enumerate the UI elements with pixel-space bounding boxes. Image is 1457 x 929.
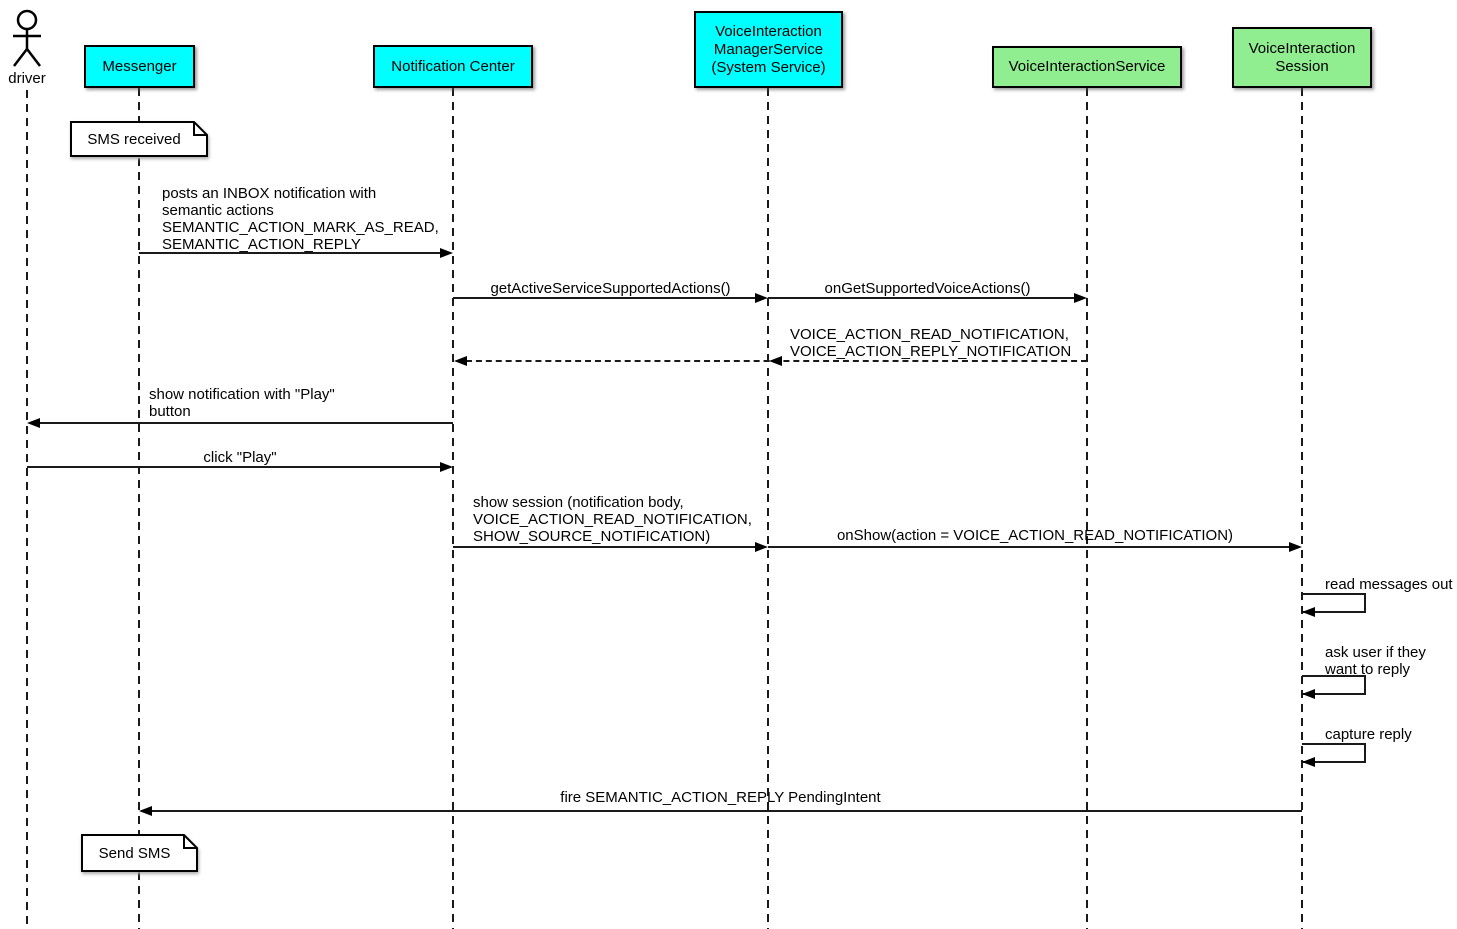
- actor-stick-figure-icon: [13, 9, 41, 67]
- participant-voice-interaction-service-label: VoiceInteractionService: [1008, 58, 1166, 75]
- arrowhead-right-icon: [755, 542, 768, 552]
- message-show-session-label: show session (notification body, VOICE_A…: [473, 494, 752, 545]
- message-on-get-supported-voice-actions-line: [768, 297, 1074, 299]
- message-get-active-service-supported-actions-label: getActiveServiceSupportedActions(): [490, 280, 731, 297]
- message-read-messages-out-self-loop: [1302, 593, 1366, 613]
- arrowhead-right-icon: [1289, 542, 1302, 552]
- note-icon: [81, 834, 198, 872]
- note-sms-received: SMS received: [70, 121, 208, 157]
- participant-voice-interaction-service: VoiceInteractionService: [992, 46, 1182, 88]
- lifeline-voice-interaction-manager-service: [767, 88, 769, 929]
- message-show-notification-line: [40, 422, 453, 424]
- arrowhead-left-icon: [769, 356, 782, 366]
- note-icon: [70, 121, 208, 157]
- message-click-play-line: [27, 466, 440, 468]
- arrowhead-right-icon: [755, 293, 768, 303]
- participant-messenger: Messenger: [84, 45, 195, 88]
- lifeline-driver: [26, 90, 28, 929]
- arrowhead-left-icon: [1302, 689, 1315, 699]
- message-posts-inbox-notification-line: [139, 252, 440, 254]
- message-posts-inbox-notification-label: posts an INBOX notification with semanti…: [162, 185, 439, 253]
- arrowhead-left-icon: [1302, 607, 1315, 617]
- message-show-session-line: [453, 546, 755, 548]
- message-on-show-line: [768, 546, 1289, 548]
- message-capture-reply-self-loop: [1302, 743, 1366, 763]
- participant-voice-interaction-manager-service-label: VoiceInteraction ManagerService (System …: [711, 22, 826, 76]
- message-ask-user-reply-label: ask user if they want to reply: [1325, 644, 1426, 678]
- message-read-messages-out-label: read messages out: [1325, 576, 1453, 593]
- message-fire-pending-intent-line: [152, 810, 1302, 812]
- message-click-play-label: click "Play": [203, 449, 277, 466]
- message-fire-pending-intent-label: fire SEMANTIC_ACTION_REPLY PendingIntent: [560, 789, 881, 806]
- arrowhead-right-icon: [440, 248, 453, 258]
- message-show-notification-label: show notification with "Play" button: [149, 386, 335, 420]
- lifeline-notification-center: [452, 88, 454, 929]
- arrowhead-left-icon: [1302, 757, 1315, 767]
- arrowhead-left-icon: [139, 806, 152, 816]
- participant-voice-interaction-session: VoiceInteraction Session: [1232, 27, 1372, 88]
- participant-notification-center-label: Notification Center: [391, 57, 515, 75]
- note-send-sms-text: Send SMS: [98, 844, 171, 862]
- message-voice-actions-return-label: VOICE_ACTION_READ_NOTIFICATION, VOICE_AC…: [790, 326, 1072, 360]
- message-get-active-service-supported-actions-line: [453, 297, 755, 299]
- message-on-get-supported-voice-actions-label: onGetSupportedVoiceActions(): [824, 280, 1031, 297]
- arrowhead-left-icon: [454, 356, 467, 366]
- lifeline-voice-interaction-session: [1301, 88, 1303, 929]
- participant-messenger-label: Messenger: [102, 57, 177, 75]
- note-send-sms: Send SMS: [81, 834, 198, 872]
- actor-driver-label: driver: [8, 70, 46, 87]
- message-capture-reply-label: capture reply: [1325, 726, 1412, 743]
- participant-voice-interaction-manager-service: VoiceInteraction ManagerService (System …: [694, 11, 843, 88]
- participant-voice-interaction-session-label: VoiceInteraction Session: [1248, 39, 1356, 75]
- lifeline-voice-interaction-service: [1086, 88, 1088, 929]
- arrowhead-right-icon: [1074, 293, 1087, 303]
- message-on-show-label: onShow(action = VOICE_ACTION_READ_NOTIFI…: [836, 527, 1234, 544]
- participant-notification-center: Notification Center: [373, 45, 533, 88]
- arrowhead-left-icon: [27, 418, 40, 428]
- arrowhead-right-icon: [440, 462, 453, 472]
- note-sms-received-text: SMS received: [87, 130, 181, 148]
- message-ask-user-reply-self-loop: [1302, 675, 1366, 695]
- lifeline-messenger: [138, 88, 140, 929]
